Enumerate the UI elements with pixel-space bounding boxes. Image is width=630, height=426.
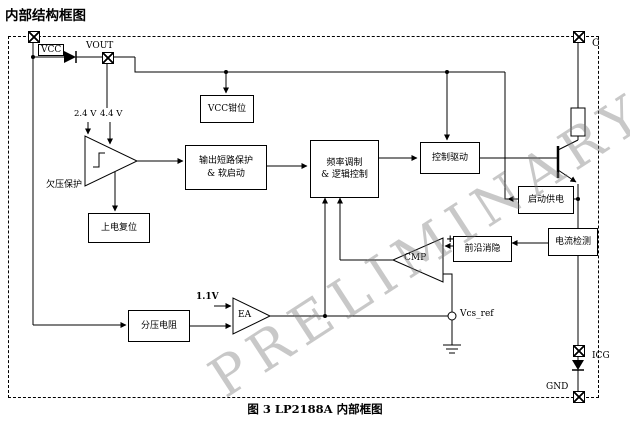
- ic-boundary-dashed-frame: [8, 36, 599, 398]
- threshold-1-label: 2.4 V: [74, 109, 97, 119]
- gnd-pin-label: GND: [546, 382, 569, 392]
- c-pin-label: C: [592, 38, 600, 49]
- block-vcc-clamp: VCC钳位: [200, 95, 254, 123]
- uvlo-comparator-triangle: [84, 135, 139, 187]
- page-title: 内部结构框图: [5, 8, 86, 24]
- wire-cmp-minus: [443, 273, 453, 312]
- block-startup-label: 启动供电: [527, 194, 564, 205]
- block-por-label: 上电复位: [100, 222, 137, 233]
- hysteresis-icon: [93, 152, 105, 168]
- block-startup-supply: 启动供电: [518, 186, 574, 214]
- uvlo-label: 欠压保护: [46, 180, 83, 190]
- block-blanking-label: 前沿消隐: [464, 243, 501, 254]
- block-drive-label: 控制驱动: [431, 152, 468, 163]
- block-short-protect-softstart: 输出短路保护 & 软启动: [185, 145, 267, 190]
- ref-voltage-label: 1.1V: [196, 292, 219, 302]
- vcc-pin: [28, 31, 40, 43]
- block-leading-edge-blanking: 前沿消隐: [453, 236, 512, 262]
- output-diode-icon: [572, 360, 584, 371]
- icg-pin-label: ICG: [592, 351, 610, 361]
- resistor-icon: [570, 107, 586, 137]
- block-divider-label: 分压电阻: [140, 320, 177, 331]
- ea-label: EA: [238, 310, 252, 320]
- wire-startup-to-rail: [504, 72, 508, 200]
- cmp-plus-label: +: [446, 234, 455, 245]
- ground-icon: [443, 344, 461, 354]
- npn-transistor-icon: [556, 139, 579, 183]
- junction-dots: [31, 55, 580, 318]
- threshold-2-label: 4.4 V: [100, 109, 123, 119]
- c-pin: [573, 31, 585, 43]
- block-freq-line1: 频率调制: [326, 157, 363, 168]
- block-divider-resistor: 分压电阻: [128, 310, 190, 342]
- vcc-pin-label: VCC: [38, 44, 65, 56]
- block-vcc-clamp-label: VCC钳位: [207, 103, 247, 114]
- block-control-drive: 控制驱动: [420, 142, 480, 174]
- icg-pin: [573, 345, 585, 357]
- figure-caption: 图 3 LP2188A 内部框图: [247, 402, 383, 416]
- vout-pin-label: VOUT: [86, 41, 114, 51]
- block-short-line2: & 软启动: [207, 168, 245, 179]
- block-freq-mod-logic: 频率调制 & 逻辑控制: [310, 140, 379, 198]
- vout-pin: [102, 52, 114, 64]
- cmp-label: CMP: [404, 253, 427, 263]
- block-current-sense: 电流检测: [548, 228, 598, 256]
- gnd-pin: [573, 391, 585, 403]
- internal-supply-rail: [134, 57, 505, 73]
- block-freq-line2: & 逻辑控制: [321, 170, 368, 180]
- block-short-line1: 输出短路保护: [198, 156, 253, 167]
- vcc-diode-icon: [64, 51, 77, 63]
- block-power-on-reset: 上电复位: [88, 213, 150, 243]
- ea-amplifier-triangle: [232, 297, 272, 335]
- vcs-ref-node: [447, 311, 457, 321]
- cmp-comparator-triangle: [391, 237, 444, 283]
- block-sense-label: 电流检测: [554, 236, 591, 247]
- vcs-ref-label: Vcs_ref: [460, 309, 494, 319]
